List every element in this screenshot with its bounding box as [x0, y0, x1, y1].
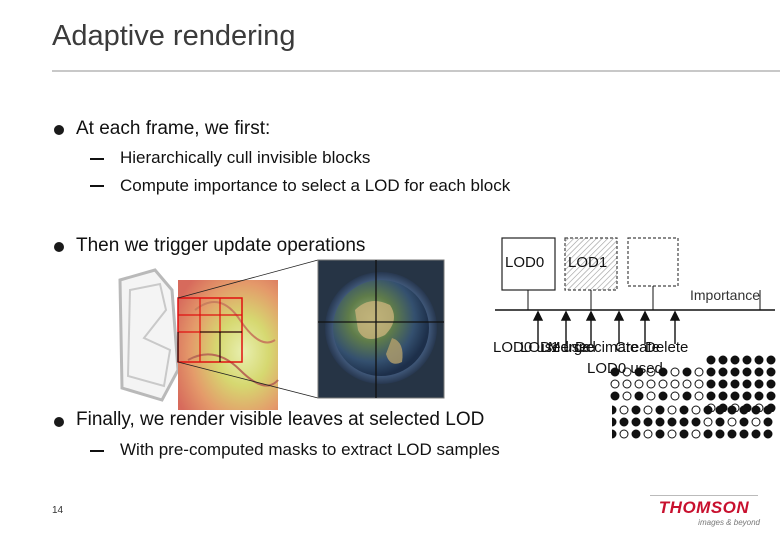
delete-label: Delete	[645, 339, 689, 356]
bullet-marker	[54, 242, 64, 252]
sub-bullet-text: With pre-computed masks to extract LOD s…	[120, 440, 500, 459]
mask-dot-grid-lower	[612, 216, 780, 456]
logo-wordmark: THOMSON	[658, 498, 750, 517]
lod-diagram	[495, 237, 776, 412]
merge-label: Merge	[548, 339, 591, 356]
slide-number: 14	[52, 505, 64, 516]
create-label: Create	[615, 339, 661, 356]
bullet-marker	[54, 125, 64, 135]
sub-bullet-dash	[90, 158, 104, 160]
bullet-marker	[54, 417, 64, 427]
importance-axis-label: Importance	[690, 287, 761, 303]
lod0-used-label: LOD0 used	[493, 339, 569, 356]
sub-bullet-text: Hierarchically cull invisible blocks	[120, 148, 371, 167]
sub-bullet-dash	[90, 185, 104, 187]
slide-title: Adaptive rendering	[52, 20, 296, 52]
bullet-text: At each frame, we first:	[76, 118, 271, 139]
thomson-logo: THOMSON images & beyond	[648, 492, 760, 530]
bullet-text: Finally, we render visible leaves at sel…	[76, 409, 485, 430]
lod1-used-label: LOD1 used	[520, 339, 596, 356]
block-illustration	[118, 259, 445, 410]
bullet-text: Then we trigger update operations	[76, 235, 366, 256]
sub-bullet-text: Compute importance to select a LOD for e…	[120, 176, 511, 195]
title-divider	[52, 70, 780, 72]
lod0-box	[501, 237, 556, 291]
lod1-label: LOD1	[568, 254, 608, 271]
lod0-label: LOD0	[505, 254, 545, 271]
sub-bullet-dash	[90, 450, 104, 452]
lod0-used-bottom-label: LOD0 used	[587, 360, 663, 377]
logo-tagline: images & beyond	[698, 518, 760, 527]
decimate-label: Decimate	[575, 339, 639, 356]
